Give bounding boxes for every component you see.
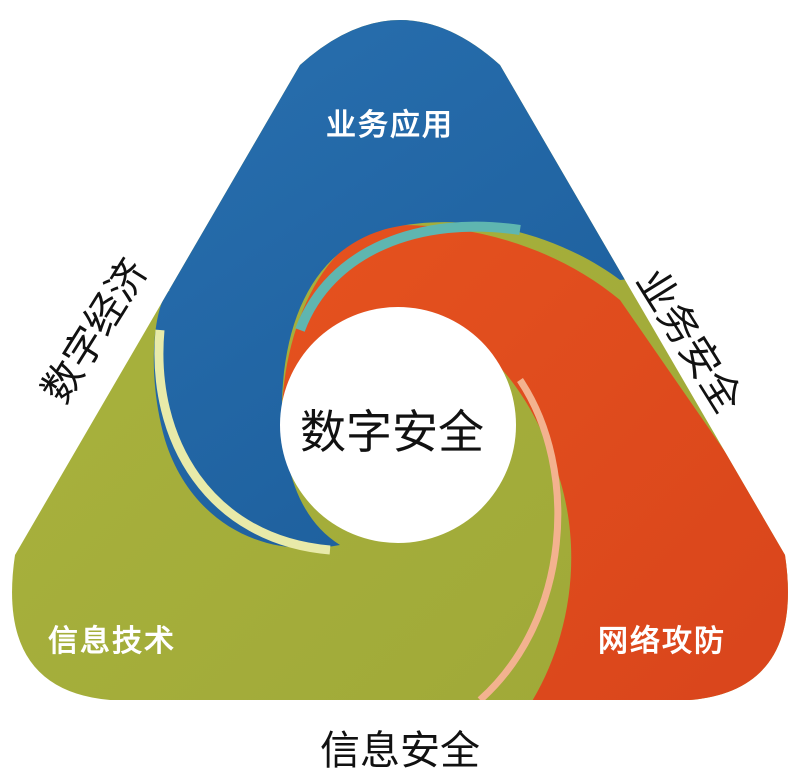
segment-network-defense-shape <box>282 225 788 700</box>
pink-swirl-edge <box>477 378 562 700</box>
edge-label-bottom: 信息安全 <box>320 728 480 774</box>
segment-label-business-application: 业务应用 <box>326 108 454 143</box>
center-label: 数字安全 <box>300 405 484 459</box>
teal-swirl-edge <box>295 221 521 332</box>
segment-label-network-defense: 网络攻防 <box>598 624 726 659</box>
cream-swirl-edge <box>154 329 331 555</box>
segment-label-info-technology: 信息技术 <box>48 624 176 659</box>
center-hole <box>280 307 516 543</box>
